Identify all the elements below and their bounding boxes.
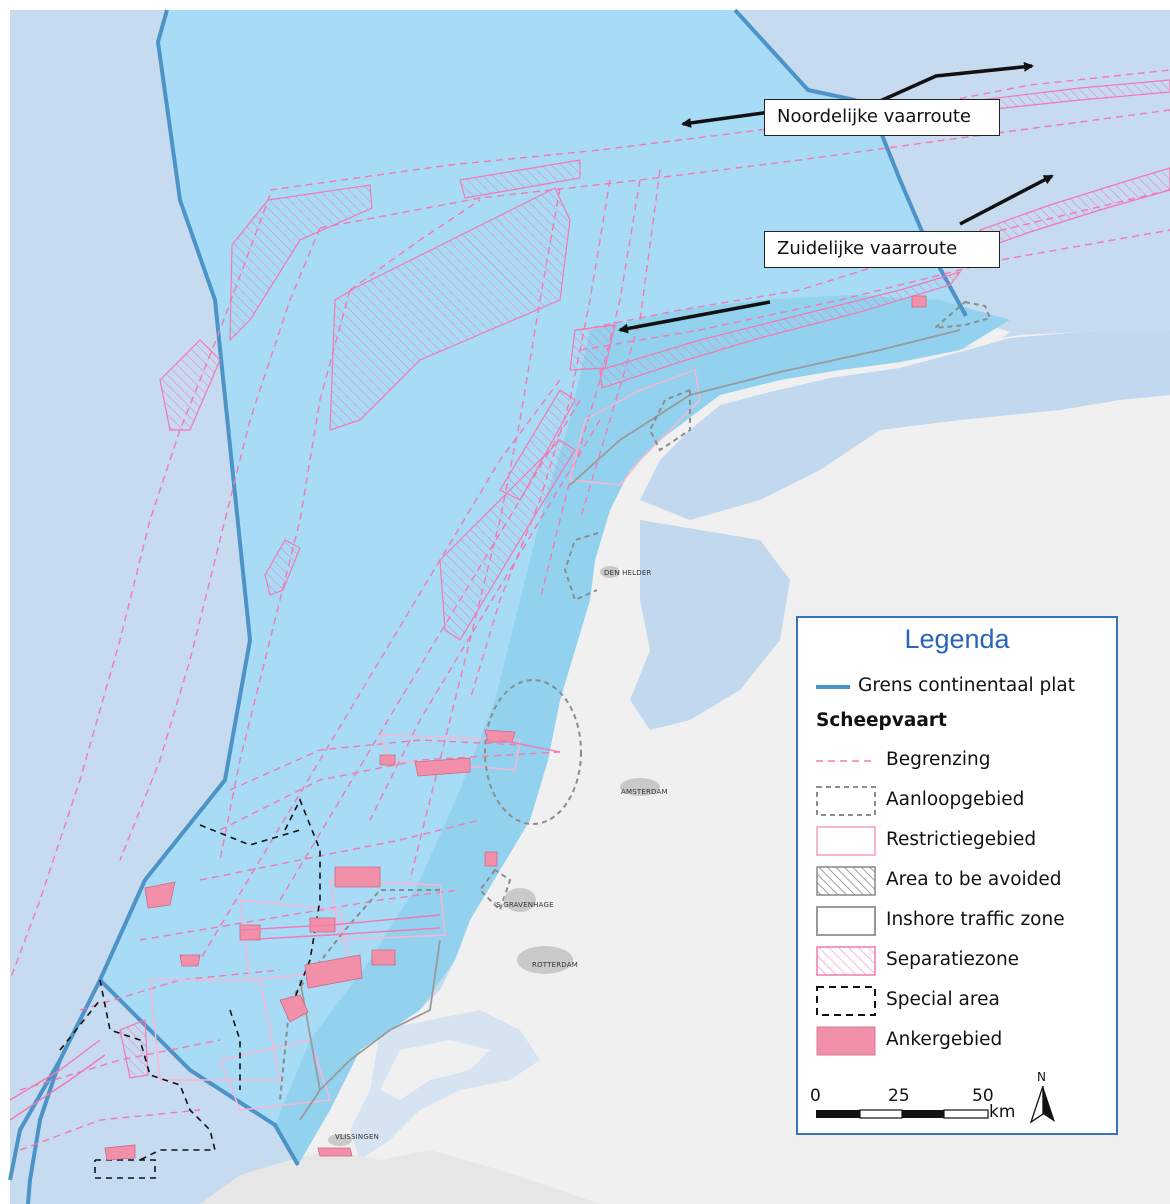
separation-zones	[119, 79, 1170, 1079]
pink-outline-box-symbol	[816, 826, 876, 856]
legend-row-separatiezone: Separatiezone	[816, 945, 1112, 977]
legend-label-aanloopgebied: Aanloopgebied	[886, 789, 1025, 810]
legend-row-begrenzing: Begrenzing	[816, 745, 1112, 777]
traffic-lanes	[9, 739, 561, 1121]
north-arrow: N	[1030, 1070, 1056, 1124]
legend-row-area-avoided: Area to be avoided	[816, 865, 1112, 897]
land-belgium	[200, 1150, 600, 1204]
pink-hatched-box-symbol	[816, 946, 876, 976]
grey-outline-box-symbol	[816, 906, 876, 936]
legend-row-aanloopgebied: Aanloopgebied	[816, 785, 1112, 817]
anchor-areas	[104, 295, 927, 1161]
city-label-vlissingen: VLISSINGEN	[335, 1133, 380, 1141]
scale-bar: 0 25 50 km	[810, 1086, 1034, 1131]
scale-unit: km	[989, 1102, 1016, 1122]
delta-water	[350, 1010, 540, 1160]
approach-areas	[279, 300, 992, 1101]
legend-label-inshore-zone: Inshore traffic zone	[886, 909, 1065, 930]
city-label-gravenhage: 'S GRAVENHAGE	[494, 901, 554, 909]
legend-label-boundary: Grens continentaal plat	[858, 675, 1076, 696]
inshore-traffic-zones	[299, 329, 961, 1121]
legend-row-restrictiegebied: Restrictiegebied	[816, 825, 1112, 857]
coastal-band	[275, 295, 1010, 1165]
scale-tick-25: 25	[888, 1086, 910, 1106]
legend-label-restrictiegebied: Restrictiegebied	[886, 829, 1037, 850]
north-arrow-icon	[1030, 1086, 1055, 1124]
scale-tick-0: 0	[810, 1086, 821, 1106]
scale-tick-50: 50	[972, 1086, 994, 1106]
legend-row-ankergebied: Ankergebied	[816, 1025, 1112, 1057]
city-label-amsterdam: AMSTERDAM	[621, 788, 668, 796]
pink-dashed-line-symbol	[816, 760, 876, 762]
grey-dashed-box-symbol	[816, 786, 876, 816]
legend-title: Legenda	[904, 624, 1010, 654]
legend-row-special-area: Special area	[816, 985, 1112, 1017]
legend-label-special-area: Special area	[886, 989, 1000, 1010]
pink-filled-box-symbol	[816, 1026, 876, 1056]
ijsselmeer	[630, 520, 790, 730]
callout-northern-route: Noordelijke vaarroute	[764, 99, 1000, 136]
wadden-sea	[640, 330, 1170, 520]
city-label-den-helder: DEN HELDER	[604, 569, 652, 577]
legend-label-begrenzing: Begrenzing	[886, 749, 991, 770]
legend-heading-shipping: Scheepvaart	[816, 710, 947, 731]
legend-label-area-avoided: Area to be avoided	[886, 869, 1062, 890]
legend-row-boundary: Grens continentaal plat	[816, 671, 1112, 703]
route-arrows	[618, 61, 1054, 334]
legend-row-inshore-zone: Inshore traffic zone	[816, 905, 1112, 937]
north-label: N	[1037, 1070, 1046, 1084]
black-dashed-box-symbol	[816, 986, 876, 1016]
scale-bar-graphic	[816, 1109, 989, 1119]
grey-hatched-box-symbol	[816, 866, 876, 896]
land-zeeland	[380, 1040, 490, 1100]
city-areas	[328, 566, 660, 1146]
legend-label-separatiezone: Separatiezone	[886, 949, 1020, 970]
legend-label-ankergebied: Ankergebied	[886, 1029, 1003, 1050]
special-areas	[59, 798, 321, 1179]
callout-southern-route: Zuidelijke vaarroute	[764, 231, 1000, 268]
city-label-rotterdam: ROTTERDAM	[532, 961, 578, 969]
legend-panel: Legenda Grens continentaal plat Scheepva…	[796, 616, 1118, 1135]
boundary-line-symbol	[816, 685, 850, 689]
